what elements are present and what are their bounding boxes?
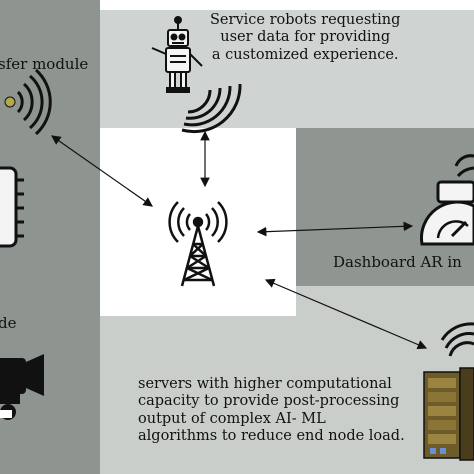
server-description-line: output of complex AI- ML	[138, 410, 326, 427]
server-description-line: algorithms to reduce end node load.	[138, 428, 405, 445]
module-dot-icon	[4, 96, 16, 108]
robot-description-line: user data for providing	[220, 29, 391, 46]
robot-description-line: a customized experience.	[211, 46, 399, 63]
server-description: servers with higher computational capaci…	[138, 376, 405, 446]
dashboard-label: Dashboard AR in	[333, 253, 462, 271]
cell-tower-icon	[168, 201, 228, 287]
wifi-signal-icon	[16, 68, 52, 136]
camera-icon	[0, 354, 44, 420]
dashboard-gauge-icon	[420, 180, 474, 246]
connection-arrows	[51, 130, 428, 350]
device-board-icon	[0, 166, 24, 248]
robot-description-line: Service robots requesting	[210, 12, 401, 28]
wifi-signal-icon	[181, 83, 242, 134]
robot-description: Service robots requesting user data for …	[210, 12, 400, 64]
server-description-line: capacity to provide post-processing	[138, 393, 400, 410]
server-rack-icon	[423, 367, 474, 461]
wifi-signal-icon	[454, 154, 474, 178]
transfer-module-label: sfer module	[0, 55, 89, 73]
server-description-line: servers with higher computational	[138, 376, 392, 392]
robot-icon	[151, 16, 203, 93]
node-label: de	[0, 314, 17, 332]
wifi-signal-icon	[440, 322, 474, 357]
top-panel	[100, 10, 474, 128]
